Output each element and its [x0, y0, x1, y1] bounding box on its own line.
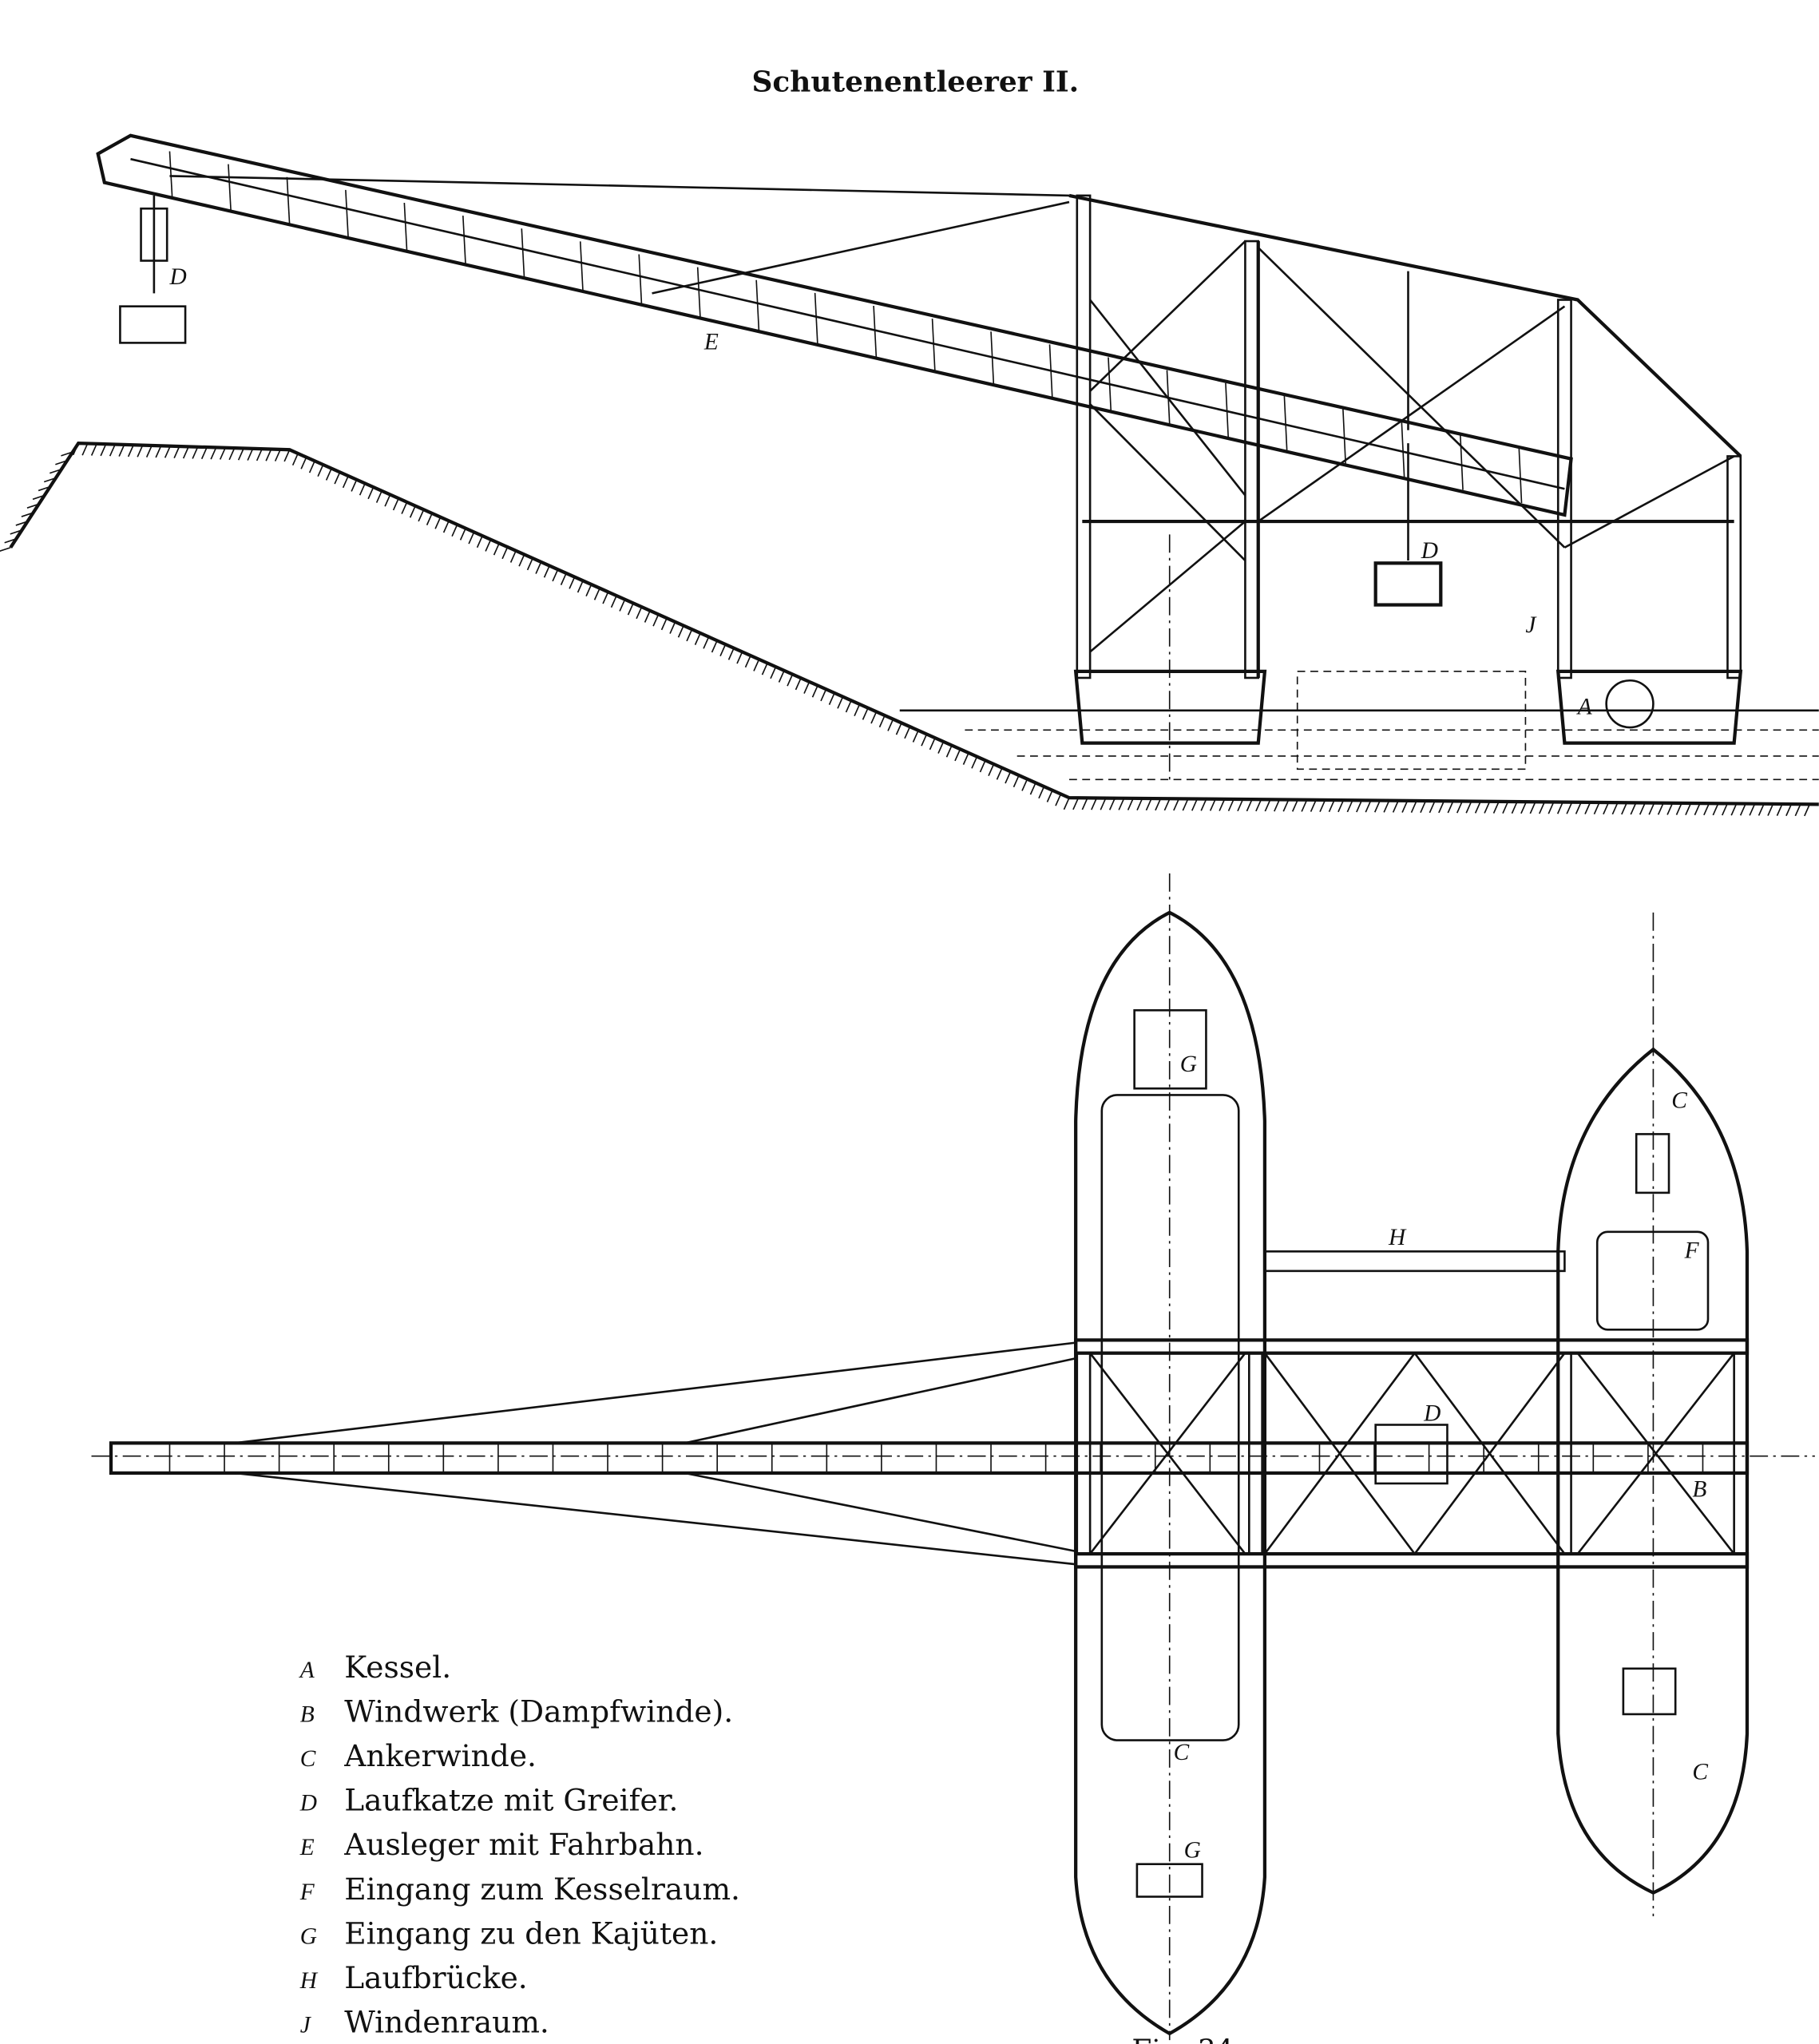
water-surface	[899, 709, 1819, 781]
boiler-icon	[1605, 679, 1655, 729]
label-b: B	[1692, 1476, 1706, 1502]
legend-item: F Eingang zum Kesselraum.	[299, 1872, 740, 1907]
legend-item: A Kessel.	[299, 1650, 451, 1685]
legend-text: Windwerk (Dampfwinde).	[344, 1694, 733, 1729]
label-d: D	[168, 264, 186, 290]
plan-view: G C F H D B C C G	[91, 873, 1815, 2041]
legend-text: Eingang zum Kesselraum.	[344, 1872, 740, 1907]
legend-item: E Ausleger mit Fahrbahn.	[299, 1827, 704, 1862]
legend-key: F	[299, 1880, 315, 1905]
legend-key: C	[300, 1746, 316, 1772]
barge-outline	[1296, 671, 1527, 770]
left-hull	[1074, 910, 1267, 2036]
gantry-frame	[1068, 193, 1742, 679]
legend-item: G Eingang zu den Kajüten.	[300, 1915, 719, 1951]
grab-left	[119, 195, 187, 344]
legend-key: A	[299, 1658, 315, 1683]
legend-item: H Laufbrücke.	[299, 1960, 528, 1995]
label-g: G	[1180, 1052, 1197, 1077]
legend-text: Kessel.	[344, 1650, 451, 1685]
legend: A Kessel. B Windwerk (Dampfwinde). C Ankerwin…	[299, 1650, 740, 2039]
label-f: F	[1684, 1238, 1700, 1264]
walkway-bridge	[1263, 1250, 1566, 1273]
embankment	[0, 441, 1819, 817]
drawing-title: Schutenentleerer II.	[752, 65, 1080, 98]
label-g: G	[1184, 1838, 1201, 1864]
legend-text: Laufbrücke.	[344, 1960, 527, 1995]
boiler-room	[1595, 1230, 1710, 1331]
label-j: J	[1525, 612, 1537, 638]
elevation-view: D E D J A	[0, 133, 1819, 817]
label-e: E	[703, 330, 719, 355]
right-hull	[1556, 1047, 1750, 1895]
label-c: C	[1671, 1088, 1687, 1114]
legend-key: G	[300, 1923, 317, 1949]
legend-text: Ausleger mit Fahrbahn.	[343, 1827, 703, 1862]
figure-caption: Fig. 34.	[1131, 2034, 1242, 2044]
legend-key: E	[299, 1835, 315, 1860]
legend-key: J	[300, 2012, 312, 2038]
label-d: D	[1421, 538, 1438, 564]
cabin-entrance	[1133, 1009, 1207, 1090]
label-c: C	[1692, 1760, 1708, 1785]
boom-elevation	[96, 133, 1573, 517]
boom-plan	[109, 1341, 1750, 1566]
legend-item: J Windenraum.	[300, 2004, 549, 2039]
label-a: A	[1576, 695, 1593, 720]
cross-frame	[1074, 1338, 1750, 1569]
legend-key: H	[299, 1968, 319, 1994]
label-h: H	[1388, 1225, 1407, 1250]
legend-text: Ankerwinde.	[343, 1738, 537, 1773]
legend-item: D Laufkatze mit Greifer.	[299, 1783, 679, 1818]
legend-item: B Windwerk (Dampfwinde).	[300, 1694, 734, 1729]
label-d: D	[1423, 1401, 1441, 1427]
legend-text: Windenraum.	[344, 2004, 549, 2039]
label-c: C	[1174, 1740, 1190, 1765]
trolley	[1374, 1424, 1448, 1485]
legend-text: Eingang zu den Kajüten.	[344, 1915, 718, 1951]
grab-right	[1373, 443, 1443, 607]
legend-text: Laufkatze mit Greifer.	[344, 1783, 678, 1818]
legend-key: D	[299, 1791, 317, 1816]
cargo-hold	[1100, 1094, 1240, 1741]
legend-key: B	[300, 1702, 315, 1728]
pontoons-elevation	[1073, 534, 1743, 782]
legend-item: C Ankerwinde.	[300, 1738, 537, 1773]
